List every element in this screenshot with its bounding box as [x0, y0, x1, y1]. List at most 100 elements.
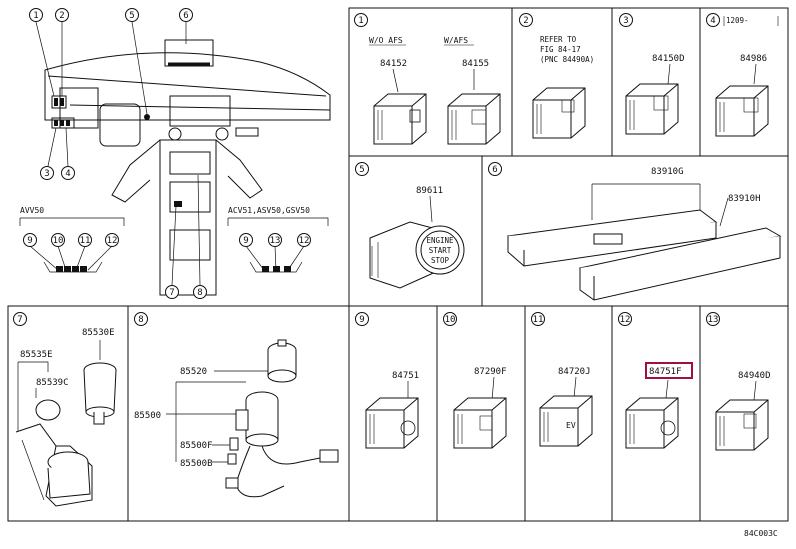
- switch-84751f: [625, 397, 679, 449]
- switch-84155: [447, 93, 501, 145]
- svg-text:AVV50: AVV50: [20, 206, 44, 215]
- overview-callout-2: 2: [55, 8, 69, 22]
- part-number-83910g: 83910G: [651, 167, 684, 177]
- overview-callout-6: 6: [179, 8, 193, 22]
- ev-switch-text: EV: [566, 421, 576, 430]
- panel-10: 10 87290F: [436, 305, 526, 522]
- svg-text:2: 2: [59, 11, 64, 21]
- group1-callout-11: 11: [78, 233, 92, 247]
- refer-note-line-2: FIG 84-17: [540, 45, 581, 54]
- overview-callout-5: 5: [125, 8, 139, 22]
- svg-text:2: 2: [523, 16, 528, 26]
- highlight-box-84751f: [645, 362, 693, 379]
- panel-3: 3 84150D: [611, 7, 701, 157]
- part-number-85530e: 85530E: [82, 328, 115, 338]
- panel-4-callout: 4: [706, 13, 720, 27]
- button-text-stop: STOP: [431, 256, 450, 265]
- cigarette-lighter: [267, 339, 297, 383]
- part-number-83910h: 83910H: [728, 194, 761, 204]
- switch-84940d: [715, 399, 769, 451]
- panel-6: 6 83910G 83910H: [481, 155, 789, 307]
- button-text-engine: ENGINE: [426, 236, 454, 245]
- panel-9: 9 84751: [348, 305, 438, 522]
- group2-callout-9: 9: [239, 233, 253, 247]
- part-number-84152: 84152: [380, 59, 407, 69]
- svg-text:6: 6: [492, 165, 497, 175]
- outlet-cap: [35, 399, 61, 421]
- panel-1: 1 W/O AFS W/AFS 84152 84155: [348, 7, 513, 157]
- svg-text:13: 13: [270, 236, 281, 246]
- overview-callout-3: 3: [40, 166, 54, 180]
- svg-text:12: 12: [107, 236, 118, 246]
- panel-5-callout: 5: [355, 162, 369, 176]
- group-acv51: ACV51,ASV50,GSV50 9 13 12: [227, 206, 329, 273]
- svg-text:9: 9: [27, 236, 32, 246]
- svg-text:5: 5: [129, 11, 134, 21]
- svg-text:10: 10: [53, 236, 64, 246]
- panel-11: 11 84720J EV: [524, 305, 613, 522]
- panel-6-callout: 6: [488, 162, 502, 176]
- overview-dashboard: 1 2 5 6 3 4 7 8 AVV50 9 10 11 12 ACV51,A…: [19, 8, 331, 299]
- panel-7: 67 85530E 85535E 85539C: [7, 305, 129, 522]
- svg-text:11: 11: [533, 315, 544, 325]
- panel-11-callout: 11: [531, 312, 545, 326]
- group2-callout-12: 12: [297, 233, 311, 247]
- svg-text:7: 7: [17, 315, 22, 325]
- part-number-85500b: 85500B: [180, 459, 213, 469]
- svg-text:8: 8: [197, 288, 202, 298]
- group1-callout-12: 12: [105, 233, 119, 247]
- svg-text:5: 5: [359, 165, 364, 175]
- switch-84986: [715, 85, 769, 137]
- svg-text:3: 3: [44, 169, 49, 179]
- panel-4: 4 1209- 84940D 84986: [699, 7, 789, 157]
- lighter-socket: [227, 391, 279, 465]
- switch-84150d: [625, 83, 679, 135]
- panel-12: 12 84751F: [611, 305, 701, 522]
- panel-13: 13 84940D: [699, 305, 789, 522]
- panel-1-callout: 1: [354, 13, 368, 27]
- overview-callout-4: 4: [61, 166, 75, 180]
- panel-10-callout: 10: [443, 312, 457, 326]
- part-number-84751: 84751: [392, 371, 419, 381]
- power-outlet-socket: [83, 362, 117, 425]
- outlet-cover: [15, 423, 93, 507]
- refer-note-line-3: (PNC 84490A): [540, 55, 594, 64]
- variant-label-wo-afs: W/O AFS: [369, 36, 403, 45]
- svg-text:9: 9: [243, 236, 248, 246]
- svg-text:12: 12: [299, 236, 310, 246]
- panel-3-callout: 3: [619, 13, 633, 27]
- part-number-84751f: 84751F: [649, 367, 682, 377]
- svg-text:ACV51,ASV50,GSV50: ACV51,ASV50,GSV50: [228, 206, 310, 215]
- meter-panel-83910g: [506, 209, 718, 267]
- svg-text:1: 1: [358, 16, 363, 26]
- svg-text:4: 4: [65, 169, 70, 179]
- svg-text:8: 8: [138, 315, 143, 325]
- panel-2-callout: 2: [519, 13, 533, 27]
- panel-12-callout: 12: [618, 312, 632, 326]
- part-number-84940d: 84940D: [738, 371, 771, 381]
- group-avv50: AVV50 9 10 11 12: [19, 206, 125, 273]
- svg-text:7: 7: [169, 288, 174, 298]
- button-text-start: START: [429, 246, 452, 255]
- svg-text:3: 3: [623, 16, 628, 26]
- panel-9-callout: 9: [355, 312, 369, 326]
- part-number-85535e: 85535E: [20, 350, 53, 360]
- group1-callout-10: 10: [51, 233, 65, 247]
- svg-text:1: 1: [33, 11, 38, 21]
- group1-callout-9: 9: [23, 233, 37, 247]
- part-number-89611: 89611: [416, 186, 443, 196]
- switch-84152: [373, 93, 427, 145]
- svg-text:12: 12: [620, 315, 631, 325]
- overview-callout-8: 8: [193, 285, 207, 299]
- refer-note-line-1: REFER TO: [540, 35, 577, 44]
- part-number-87290f: 87290F: [474, 367, 507, 377]
- part-number-84150d: 84150D: [652, 54, 685, 64]
- overview-callout-1: 1: [29, 8, 43, 22]
- overview-callout-7: 7: [165, 285, 179, 299]
- variant-label-w-afs: W/AFS: [444, 36, 468, 45]
- lighter-wire-harness: [225, 445, 339, 498]
- svg-text:9: 9: [359, 315, 364, 325]
- part-number-84720j: 84720J: [558, 367, 591, 377]
- part-number-85500f: 85500F: [180, 441, 213, 451]
